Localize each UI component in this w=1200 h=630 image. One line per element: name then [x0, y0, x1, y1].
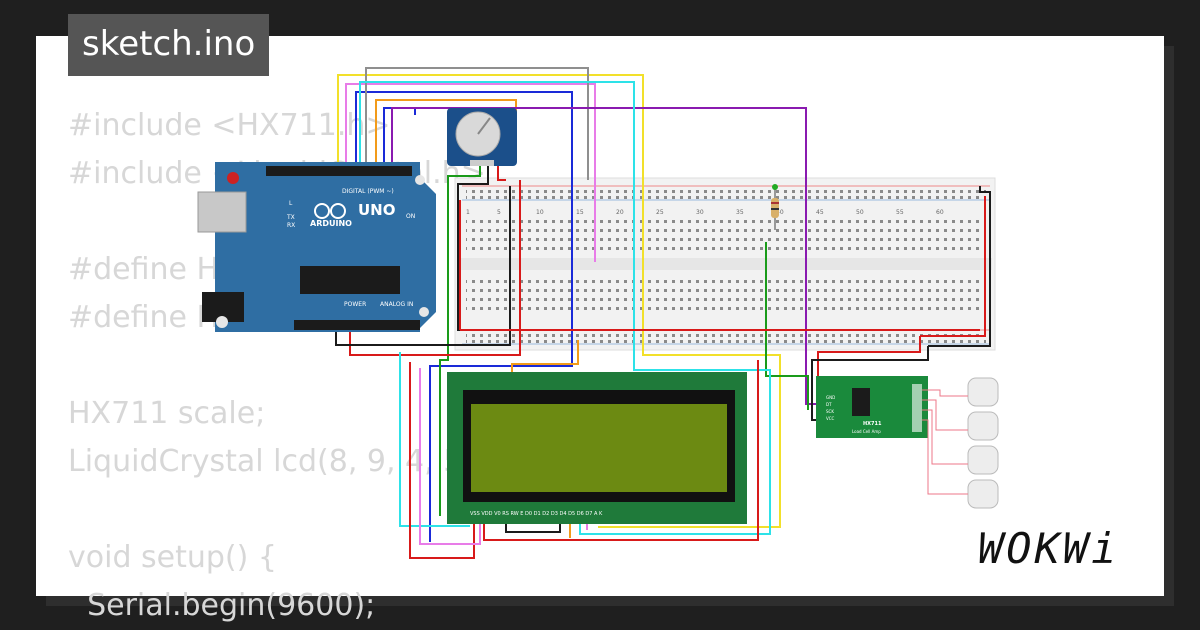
col-number: 55 [896, 209, 904, 216]
arduino-brand: ARDUINO [310, 219, 352, 228]
arduino-model: UNO [358, 201, 396, 219]
hx711-subtitle: Load Cell Amp [852, 429, 881, 434]
col-number: 25 [656, 209, 664, 216]
arduino-rx-label: RX [287, 222, 295, 229]
col-number: 30 [696, 209, 704, 216]
load-cells[interactable] [967, 377, 999, 509]
hx711-module[interactable]: HX711 Load Cell Amp GND DT SCK VCC [816, 376, 928, 438]
hx711-pin-gnd: GND [826, 395, 835, 400]
lcd-pin-labels: VSS VDD V0 RS RW E D0 D1 D2 D3 D4 D5 D6 … [470, 511, 603, 517]
arduino-l-label: L [289, 200, 293, 207]
arduino-on-label: ON [406, 213, 415, 220]
code-line: HX711 scale; [68, 396, 266, 431]
col-number: 1 [466, 209, 470, 216]
col-number: 10 [536, 209, 544, 216]
hx711-pin-dt: DT [826, 402, 832, 407]
col-number: 15 [576, 209, 584, 216]
code-line: Serial.begin(9600); [68, 588, 376, 623]
hx711-pin-sck: SCK [826, 409, 834, 414]
arduino-tx-label: TX [286, 214, 295, 221]
wires [335, 67, 991, 559]
code-line: #define H [68, 252, 220, 287]
col-number: 60 [936, 209, 944, 216]
resistor[interactable] [771, 184, 779, 230]
col-number: 45 [816, 209, 824, 216]
col-number: 20 [616, 209, 624, 216]
load-cell-wires [922, 389, 968, 495]
file-tab[interactable]: sketch.ino [68, 14, 270, 76]
wokwi-logo: WOKWi [978, 524, 1120, 573]
arduino-uno[interactable]: UNO ARDUINO DIGITAL (PWM ~) POWER ANALOG… [197, 162, 436, 332]
arduino-power-label: POWER [344, 301, 366, 308]
code-line: void setup() { [68, 540, 277, 575]
breadboard[interactable]: 1 5 10 15 20 25 30 35 40 45 50 55 60 [454, 177, 996, 351]
hx711-pin-vcc: VCC [826, 416, 835, 421]
col-number: 50 [856, 209, 864, 216]
arduino-digital-label: DIGITAL (PWM ~) [342, 188, 394, 195]
potentiometer[interactable] [447, 108, 517, 166]
hx711-title: HX711 [863, 421, 882, 427]
lcd-display[interactable]: VSS VDD V0 RS RW E D0 D1 D2 D3 D4 D5 D6 … [447, 372, 747, 524]
arduino-analog-label: ANALOG IN [380, 301, 413, 308]
col-number: 40 [776, 209, 784, 216]
col-number: 5 [497, 209, 501, 216]
col-number: 35 [736, 209, 744, 216]
